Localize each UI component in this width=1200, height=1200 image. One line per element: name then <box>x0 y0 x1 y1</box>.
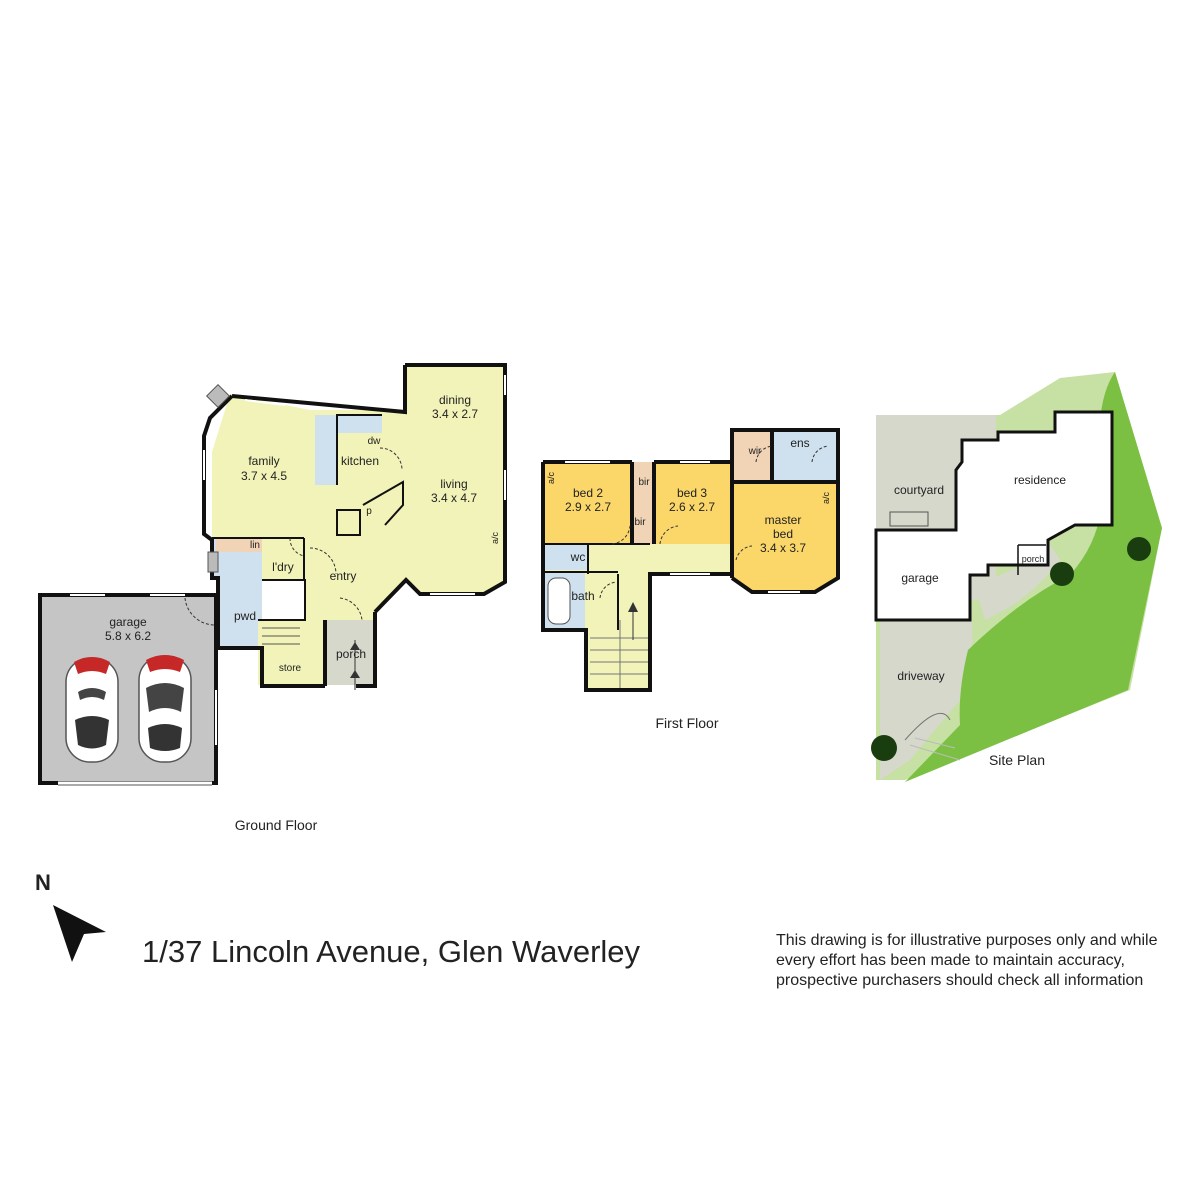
compass-label: N <box>35 870 51 895</box>
master-label-line2: bed <box>773 527 793 541</box>
site-garage-label: garage <box>901 571 939 585</box>
tree-icon <box>871 735 897 761</box>
dining-label: dining <box>439 393 471 407</box>
family-size: 3.7 x 4.5 <box>241 469 287 483</box>
kitchen-label: kitchen <box>341 454 379 468</box>
store-room <box>258 620 323 685</box>
ens-room <box>772 430 838 482</box>
bed2-label: bed 2 <box>573 486 603 500</box>
ground-floor-plan: dining 3.4 x 2.7 family 3.7 x 4.5 kitche… <box>38 363 507 833</box>
residence-label: residence <box>1014 473 1066 487</box>
property-address: 1/37 Lincoln Avenue, Glen Waverley <box>142 934 641 969</box>
site-plan-title: Site Plan <box>989 752 1045 768</box>
master-aircon-label: a/c <box>821 492 831 505</box>
site-plan: courtyard residence porch garage drivewa… <box>871 372 1162 782</box>
tree-icon <box>1127 537 1151 561</box>
dining-size: 3.4 x 2.7 <box>432 407 478 421</box>
car-right-icon <box>138 655 192 763</box>
wc-room <box>543 544 588 570</box>
car-left-icon <box>65 657 119 763</box>
wir-room <box>732 430 772 482</box>
tree-icon <box>1050 562 1074 586</box>
bath-label: bath <box>571 589 594 603</box>
porch-area <box>325 620 375 685</box>
porch-label: porch <box>336 647 366 661</box>
master-size: 3.4 x 3.7 <box>760 541 806 555</box>
bir-top-cupboard <box>633 462 654 502</box>
north-arrow-icon: N <box>35 870 106 962</box>
bed3-size: 2.6 x 2.7 <box>669 500 715 514</box>
ground-main-living <box>212 365 505 685</box>
entry-label: entry <box>330 569 357 583</box>
first-floor-plan: bed 2 2.9 x 2.7 bed 3 2.6 x 2.7 bir bir … <box>541 428 840 731</box>
dishwasher-label: dw <box>368 436 382 447</box>
family-label: family <box>248 454 279 468</box>
living-size: 3.4 x 4.7 <box>431 491 477 505</box>
powder-label: pwd <box>234 609 256 623</box>
garage-size: 5.8 x 6.2 <box>105 629 151 643</box>
site-lawn <box>905 372 1162 782</box>
disclaimer-line: prospective purchasers should check all … <box>776 972 1144 989</box>
bir-bottom-cupboard <box>633 502 654 544</box>
master-label-line1: master <box>765 513 802 527</box>
master-room <box>732 482 838 592</box>
linen-cupboard <box>216 538 268 552</box>
wir-label: wir <box>748 446 762 457</box>
driveway-paving <box>880 605 973 780</box>
powder-room <box>216 578 262 648</box>
wc-label: wc <box>570 550 586 564</box>
living-aircon-label: a/c <box>490 532 500 545</box>
courtyard-label: courtyard <box>894 483 944 497</box>
ground-floor-title: Ground Floor <box>235 817 318 833</box>
garage-label: garage <box>109 615 147 629</box>
ens-label: ens <box>790 436 809 450</box>
bed3-label: bed 3 <box>677 486 707 500</box>
bed2-aircon-label: a/c <box>546 472 556 485</box>
first-floor-title: First Floor <box>656 715 719 731</box>
disclaimer-line: every effort has been made to maintain a… <box>776 952 1125 969</box>
bir-bottom-label: bir <box>634 517 646 528</box>
driveway-label: driveway <box>897 669 944 683</box>
living-label: living <box>440 477 467 491</box>
store-label: store <box>279 663 302 674</box>
pantry-label: p <box>366 506 372 517</box>
bed2-size: 2.9 x 2.7 <box>565 500 611 514</box>
disclaimer-line: This drawing is for illustrative purpose… <box>776 932 1158 949</box>
linen-label: lin <box>250 540 260 551</box>
bir-top-label: bir <box>638 477 650 488</box>
kitchen-bench <box>315 415 337 485</box>
laundry-label: l'dry <box>272 560 294 574</box>
bed2-room <box>543 462 633 544</box>
kitchen-counter <box>337 415 382 433</box>
site-porch-label: porch <box>1022 554 1045 564</box>
disclaimer: This drawing is for illustrative purpose… <box>776 931 1196 991</box>
